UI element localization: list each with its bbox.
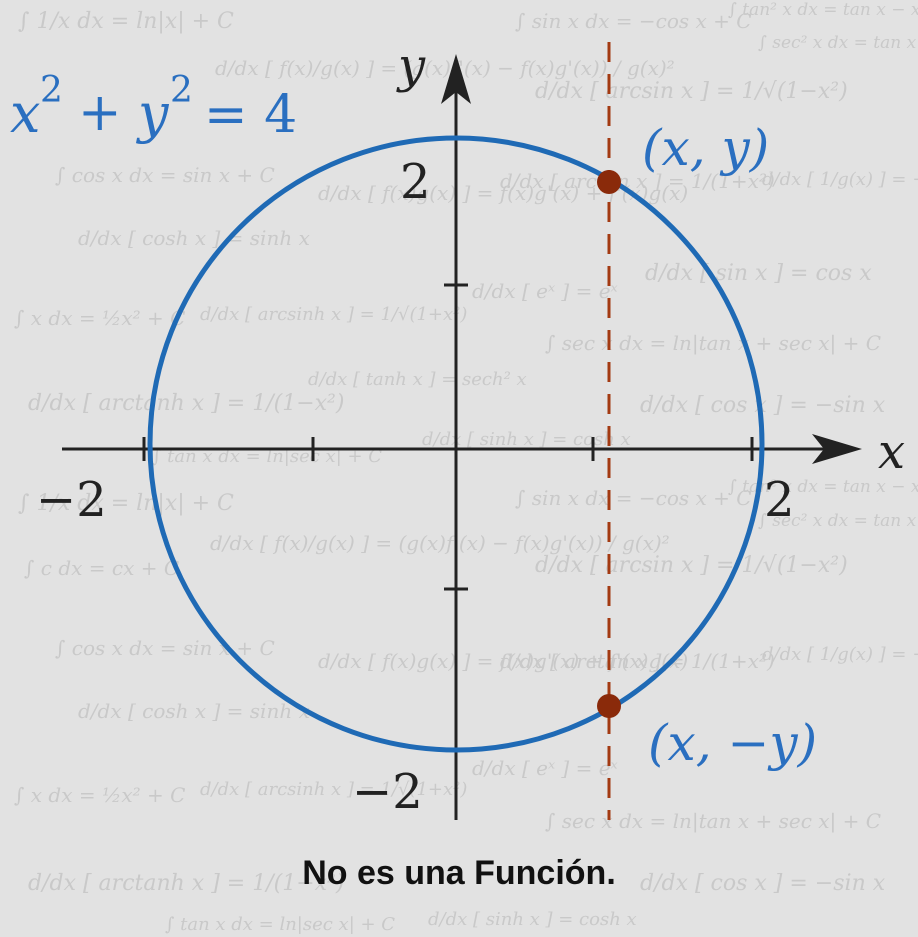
bg-formula-4: ∫ tan² x dx = tan x − x + C [728, 0, 918, 20]
bg-formula-25: ∫ sec² x dx = tan x + C [758, 511, 918, 531]
bg-formula-32: d/dx [ 1/g(x) ] = −g'(x)/g(x)² [762, 644, 918, 665]
bg-formula-30: d/dx [ f(x)g(x) ] = f(x)g'(x) + f'(x)g(x… [318, 649, 688, 673]
bg-formula-12: d/dx [ eˣ ] = eˣ [472, 279, 618, 303]
upper-intersection-point [597, 170, 621, 194]
y-axis-label: y [396, 38, 426, 94]
bg-formula-33: d/dx [ cosh x ] = sinh x [78, 699, 310, 723]
x-axis-arrowhead [812, 434, 862, 464]
bg-formula-5: ∫ sec² x dx = tan x + C [758, 33, 918, 53]
bg-formula-27: d/dx [ arcsin x ] = 1/√(1−x²) [535, 553, 848, 578]
bg-formula-22: ∫ sin x dx = −cos x + C [515, 486, 752, 510]
bg-formula-9: d/dx [ arctan x ] = 1/(1+x²) [500, 169, 775, 193]
bg-formula-17: d/dx [ arctanh x ] = 1/(1−x²) [28, 391, 344, 416]
x-tick-label-neg: −2 [36, 472, 107, 528]
equation-x-exponent: 2 [40, 70, 63, 111]
equation-y-exponent: 2 [170, 70, 193, 111]
bg-formula-8: d/dx [ f(x)g(x) ] = f(x)g'(x) + f'(x)g(x… [318, 181, 688, 205]
equation-rhs: = 4 [204, 85, 297, 145]
bg-formula-37: ∫ sec x dx = ln|tan x + sec x| + C [545, 809, 881, 834]
bg-formula-24: ∫ tan² x dx = tan x − x + C [728, 477, 918, 497]
background-formulas: ∫ 1/x dx = ln|x| + C d/dx [ f(x)/g(x) ] … [14, 0, 918, 935]
bg-formula-7: ∫ cos x dx = sin x + C [55, 163, 275, 187]
lower-intersection-point [597, 694, 621, 718]
bg-formula-13: d/dx [ sin x ] = cos x [645, 261, 872, 286]
caption-not-a-function: No es una Función. [302, 854, 616, 892]
bg-formula-35: ∫ x dx = ½x² + C [14, 783, 185, 807]
bg-formula-3: ∫ sin x dx = −cos x + C [515, 9, 752, 33]
bg-formula-40: ∫ tan x dx = ln|sec x| + C [165, 914, 395, 935]
bg-formula-21: d/dx [ sinh x ] = cosh x [422, 429, 631, 450]
bg-formula-34: d/dx [ eˣ ] = eˣ [472, 756, 618, 780]
y-tick-label-pos: 2 [400, 154, 431, 210]
bg-formula-31: d/dx [ arctan x ] = 1/(1+x²) [500, 649, 775, 673]
circle-equation: x 2 + y 2 = 4 [10, 70, 297, 145]
equation-x: x [10, 82, 40, 145]
bg-formula-23: ∫ 1/x dx = ln|x| + C [18, 491, 234, 516]
bg-formula-29: ∫ cos x dx = sin x + C [55, 636, 275, 660]
y-tick-label-neg: −2 [352, 764, 423, 820]
equation-plus: + [78, 83, 122, 143]
bg-formula-20: ∫ tan x dx = ln|sec x| + C [152, 446, 382, 467]
bg-formula-14: ∫ x dx = ½x² + C [14, 306, 185, 330]
bg-formula-6: d/dx [ arcsin x ] = 1/√(1−x²) [535, 79, 848, 104]
axes [62, 54, 862, 820]
bg-formula-38: d/dx [ arctanh x ] = 1/(1−x²) [28, 871, 344, 896]
x-tick-label-pos: 2 [764, 472, 795, 528]
bg-formula-41: d/dx [ sinh x ] = cosh x [428, 909, 637, 930]
bg-formula-16: ∫ sec x dx = ln|tan x + sec x| + C [545, 331, 881, 356]
x-axis-label: x [878, 424, 905, 480]
bg-formula-11: d/dx [ cosh x ] = sinh x [78, 226, 310, 250]
unit-circle-curve [147, 135, 765, 753]
bg-formula-28: ∫ c dx = cx + C [24, 556, 179, 580]
bg-formula-1: ∫ 1/x dx = ln|x| + C [18, 9, 234, 34]
bg-formula-10: d/dx [ 1/g(x) ] = −g'(x)/g(x)² [762, 169, 918, 190]
bg-formula-15: d/dx [ arcsinh x ] = 1/√(1+x²) [200, 304, 467, 325]
bg-formula-39: d/dx [ cos x ] = −sin x [640, 871, 886, 896]
upper-point-label: (x, y) [642, 119, 769, 177]
lower-point-label: (x, −y) [648, 714, 817, 772]
equation-y: y [136, 82, 170, 145]
bg-formula-2: d/dx [ f(x)/g(x) ] = (g(x)f'(x) − f(x)g'… [215, 56, 675, 80]
bg-formula-18: d/dx [ tanh x ] = sech² x [308, 369, 527, 390]
bg-formula-26: d/dx [ f(x)/g(x) ] = (g(x)f'(x) − f(x)g'… [210, 531, 670, 555]
bg-formula-36: d/dx [ arcsinh x ] = 1/√(1+x²) [200, 779, 467, 800]
y-axis-arrowhead [441, 54, 471, 104]
